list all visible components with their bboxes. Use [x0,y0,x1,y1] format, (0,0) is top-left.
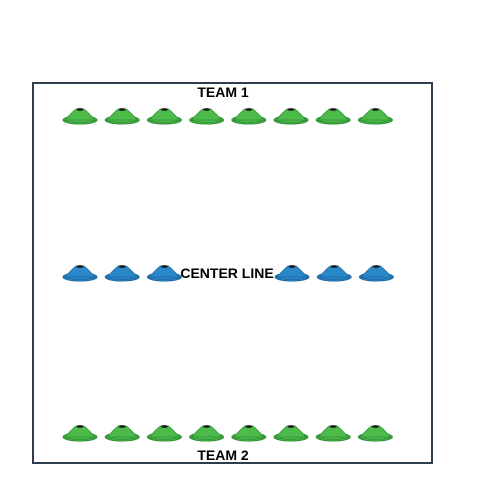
team-1-cone [62,108,98,125]
center-line-cone-row [62,265,394,282]
team-1-label: TEAM 1 [197,84,249,100]
team-1-cone [189,108,225,125]
team-1-cone [315,108,351,125]
team-1-cone [146,108,182,125]
team-2-cone [231,425,267,442]
center-line-cone [146,265,182,282]
team-2-label: TEAM 2 [197,447,249,463]
team-2-cone [273,425,309,442]
team-2-cone [189,425,225,442]
team-1-cone [231,108,267,125]
center-line-cone [274,265,310,282]
team-1-cone-row [62,108,393,125]
center-line-cone [358,265,394,282]
team-1-cone [357,108,393,125]
team-2-cone [62,425,98,442]
team-1-cone [273,108,309,125]
center-line-cone [316,265,352,282]
team-2-cone [357,425,393,442]
team-2-cone [146,425,182,442]
center-line-cone [104,265,140,282]
team-2-cone [104,425,140,442]
team-2-cone-row [62,425,393,442]
team-1-cone [104,108,140,125]
center-line-label: CENTER LINE [180,265,273,281]
center-line-cone [62,265,98,282]
team-2-cone [315,425,351,442]
